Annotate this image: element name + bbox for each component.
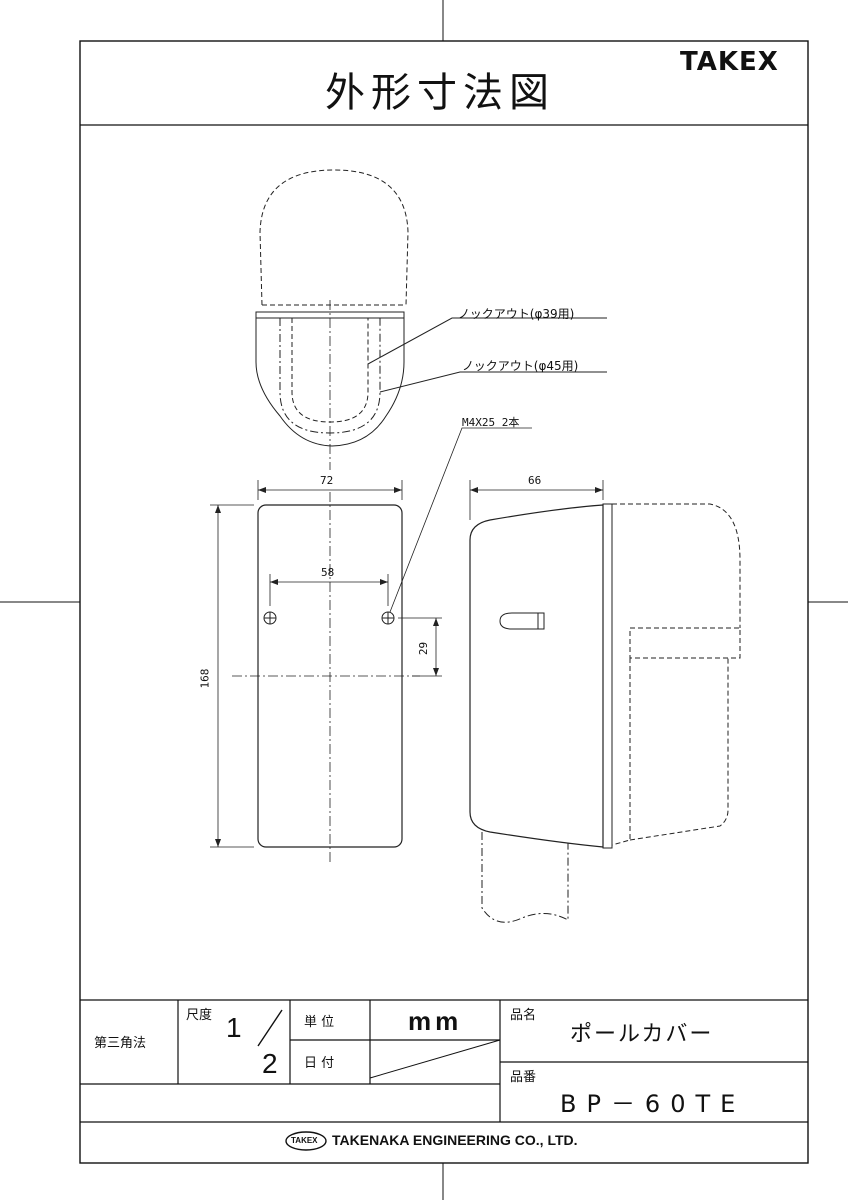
sheet-border — [79, 40, 809, 1164]
dim-depth-66: 66 — [528, 474, 542, 487]
scale-numerator: 1 — [226, 1012, 242, 1043]
dim-width-58: 58 — [321, 566, 335, 579]
footer-logo-oval — [285, 1131, 327, 1151]
front-view — [210, 427, 532, 862]
dim-height-168: 168 — [198, 668, 212, 689]
scale-label: 尺度 — [186, 1008, 213, 1023]
unit-value: mm — [408, 1006, 463, 1036]
scale-denominator: 2 — [262, 1048, 278, 1079]
top-view — [255, 169, 607, 470]
dim-width-72: 72 — [320, 474, 334, 487]
projection-method: 第三角法 — [94, 1036, 147, 1051]
brand-logo: TAKEX — [680, 47, 779, 77]
knockout-39-label: ノックアウト(φ39用) — [458, 307, 575, 321]
product-name: ポールカバー — [570, 1022, 714, 1047]
company-name: TAKENAKA ENGINEERING CO., LTD. — [332, 1132, 578, 1148]
unit-label: 単 位 — [304, 1015, 335, 1030]
date-label: 日 付 — [304, 1056, 335, 1071]
footer-logo-text: TAKEX — [291, 1136, 318, 1145]
product-number: BP－60TE — [560, 1090, 746, 1118]
screw-label: M4X25 2本 — [462, 416, 520, 429]
knockout-45-label: ノックアウト(φ45用) — [462, 359, 579, 373]
page-title: 外形寸法図 — [325, 70, 555, 116]
side-view — [469, 480, 741, 923]
product-number-label: 品番 — [510, 1070, 537, 1085]
dim-offset-29: 29 — [417, 641, 431, 656]
product-name-label: 品名 — [510, 1008, 537, 1023]
title-block-grid — [80, 999, 808, 1123]
arrowheads — [215, 487, 603, 847]
